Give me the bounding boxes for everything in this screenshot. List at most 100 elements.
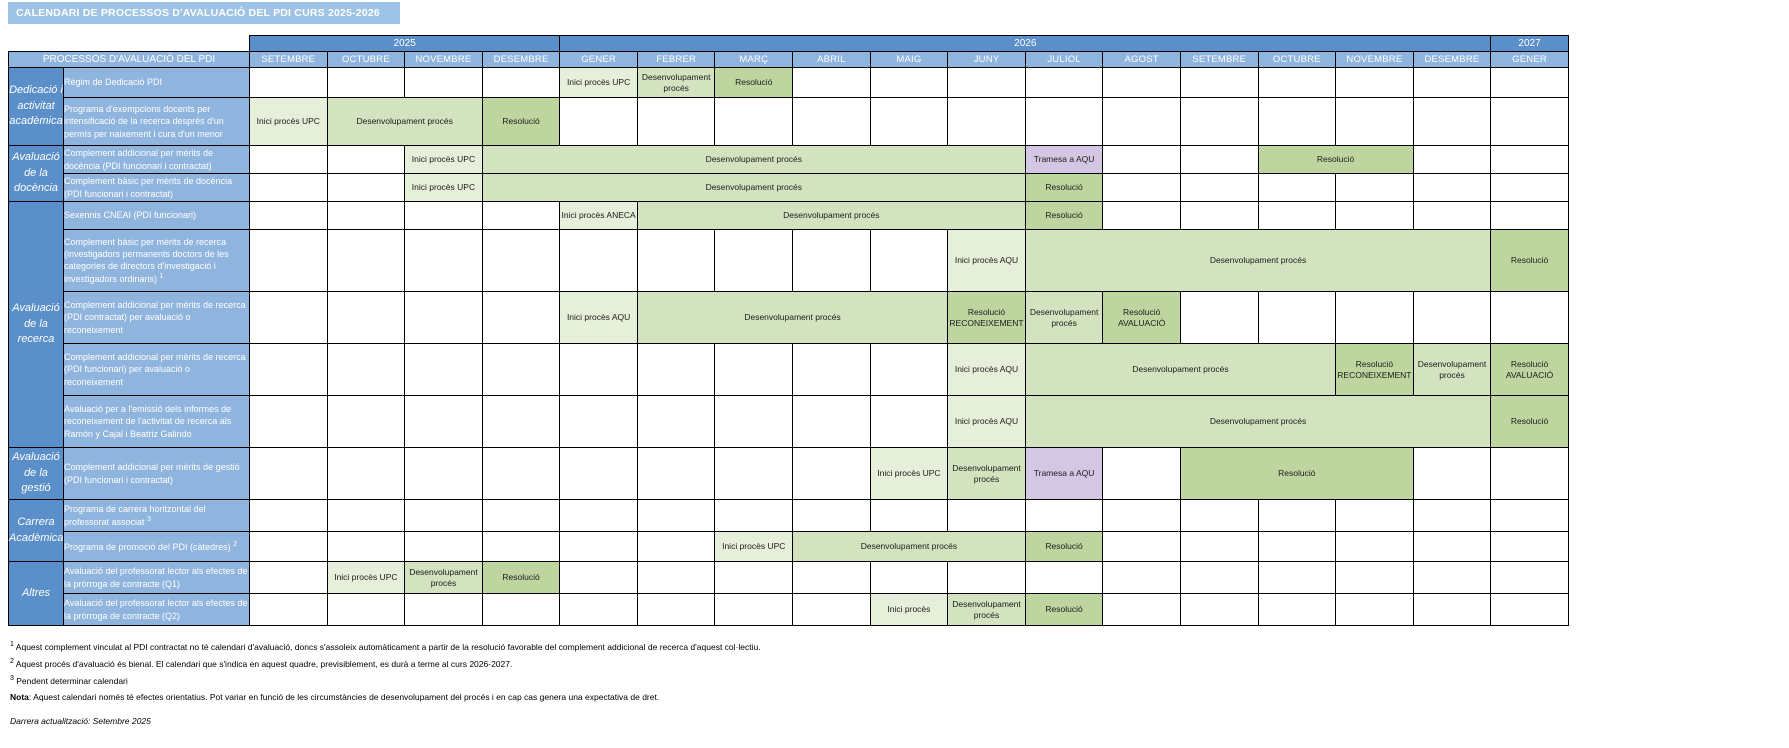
process-name: Programa de promoció del PDI (càtedres) … bbox=[63, 531, 250, 562]
phase-bar-res: Resolució bbox=[1024, 201, 1104, 230]
phase-bar-dev: Desenvolupament procés bbox=[481, 145, 1026, 174]
phase-bar-dev: Desenvolupament procés bbox=[404, 561, 483, 594]
phase-bar-init: Inici procès ANECA bbox=[559, 201, 638, 230]
phase-bar-res: Resolució RECONEIXEMENT bbox=[1335, 343, 1414, 396]
timeline-cell-empty bbox=[792, 593, 871, 626]
footnote-2: 2 Aquest procés d'avaluació és bienal. E… bbox=[10, 657, 513, 669]
month-header-8: MAIG bbox=[869, 51, 949, 68]
timeline-cell-empty bbox=[792, 499, 871, 532]
phase-bar-aqu: Tramesa a AQU bbox=[1024, 145, 1104, 174]
phase-bar-res: Resolució bbox=[1024, 173, 1104, 202]
timeline-cell-empty bbox=[1024, 561, 1104, 594]
timeline-cell-empty bbox=[714, 447, 794, 500]
year-header-2027: 2027 bbox=[1490, 35, 1569, 52]
footnote-1: 1 Aquest complement vinculat al PDI cont… bbox=[10, 641, 761, 652]
timeline-cell-empty bbox=[1490, 499, 1569, 532]
timeline-cell-empty bbox=[1179, 291, 1259, 344]
timeline-cell-empty bbox=[714, 395, 794, 448]
timeline-cell-empty bbox=[404, 499, 483, 532]
timeline-cell-empty bbox=[1412, 531, 1492, 562]
timeline-cell-empty bbox=[1490, 593, 1569, 626]
phase-bar-res: Resolució bbox=[481, 561, 561, 594]
timeline-cell-empty bbox=[249, 229, 328, 292]
timeline-cell-empty bbox=[869, 229, 949, 292]
process-name: Règim de Dedicació PDI bbox=[63, 67, 250, 98]
timeline-cell-empty bbox=[1179, 67, 1259, 98]
timeline-cell-empty bbox=[481, 531, 561, 562]
timeline-cell-empty bbox=[559, 499, 638, 532]
month-header-1: OCTUBRE bbox=[326, 51, 406, 68]
timeline-cell-empty bbox=[249, 395, 328, 448]
timeline-cell-empty bbox=[1490, 97, 1569, 146]
timeline-cell-empty bbox=[1257, 97, 1337, 146]
timeline-cell-empty bbox=[404, 229, 483, 292]
timeline-cell-empty bbox=[559, 229, 638, 292]
timeline-cell-empty bbox=[559, 97, 638, 146]
timeline-cell-empty bbox=[1179, 173, 1259, 202]
timeline-cell-empty bbox=[249, 201, 328, 230]
timeline-cell-empty bbox=[326, 229, 406, 292]
timeline-cell-empty bbox=[1412, 67, 1492, 98]
timeline-cell-empty bbox=[636, 561, 716, 594]
year-header-2026: 2026 bbox=[559, 35, 1492, 52]
phase-bar-res: Resolució bbox=[1179, 447, 1414, 500]
timeline-cell-empty bbox=[481, 201, 561, 230]
phase-bar-init: Inici procès UPC bbox=[869, 447, 949, 500]
timeline-cell-empty bbox=[1412, 201, 1492, 230]
table-row: Complement bàsic per mèrits de recerca (… bbox=[9, 229, 1569, 292]
timeline-cell-empty bbox=[714, 97, 794, 146]
timeline-cell-empty bbox=[1412, 561, 1492, 594]
timeline-cell-empty bbox=[1412, 499, 1492, 532]
timeline-cell-empty bbox=[714, 561, 794, 594]
timeline-cell-empty bbox=[1490, 561, 1569, 594]
month-header-11: AGOST bbox=[1102, 51, 1181, 68]
timeline-cell-empty bbox=[636, 343, 716, 396]
month-header-0: SETEMBRE bbox=[249, 51, 328, 68]
phase-bar-dev: Desenvolupament procés bbox=[636, 201, 1026, 230]
timeline-cell-empty bbox=[1257, 531, 1337, 562]
timeline-cell-empty bbox=[249, 145, 328, 174]
group-label-0: Dedicació i activitat acadèmica bbox=[8, 67, 64, 146]
timeline-cell-empty bbox=[404, 531, 483, 562]
table-row: Programa d'exempcions docents per intens… bbox=[9, 97, 1569, 146]
timeline-cell-empty bbox=[326, 67, 406, 98]
timeline-cell-empty bbox=[1102, 499, 1181, 532]
timeline-cell-empty bbox=[1257, 67, 1337, 98]
phase-bar-res: Resolució AVALUACIÓ bbox=[1490, 343, 1569, 396]
phase-bar-init: Inici procès AQU bbox=[947, 343, 1026, 396]
timeline-cell-empty bbox=[249, 447, 328, 500]
timeline-cell-empty bbox=[1179, 561, 1259, 594]
timeline-cell-empty bbox=[559, 561, 638, 594]
timeline-cell-empty bbox=[559, 593, 638, 626]
timeline-cell-empty bbox=[1257, 561, 1337, 594]
phase-bar-dev: Desenvolupament procés bbox=[1024, 343, 1337, 396]
timeline-cell-empty bbox=[792, 97, 871, 146]
timeline-cell-empty bbox=[1412, 291, 1492, 344]
timeline-cell-empty bbox=[481, 593, 561, 626]
month-header-15: DESEMBRE bbox=[1412, 51, 1492, 68]
process-name: Avaluació per a l'emissió dels informes … bbox=[63, 395, 250, 448]
phase-bar-res: Resolució bbox=[1490, 395, 1569, 448]
timeline-cell-empty bbox=[1102, 593, 1181, 626]
group-label-3: Avaluació de la gestió bbox=[8, 447, 64, 500]
timeline-cell-empty bbox=[1490, 173, 1569, 202]
month-header-16: GENER bbox=[1490, 51, 1569, 68]
table-row: Avaluació per a l'emissió dels informes … bbox=[9, 395, 1569, 448]
month-header-6: MARÇ bbox=[714, 51, 794, 68]
phase-bar-dev: Desenvolupament procés bbox=[792, 531, 1026, 562]
timeline-cell-empty bbox=[1412, 447, 1492, 500]
phase-bar-res: Resolució RECONEIXEMENT bbox=[947, 291, 1026, 344]
timeline-cell-empty bbox=[481, 343, 561, 396]
process-name: Sexennis CNEAI (PDI funcionari) bbox=[63, 201, 250, 230]
timeline-cell-empty bbox=[326, 343, 406, 396]
timeline-cell-empty bbox=[249, 531, 328, 562]
process-name: Complement addicional per mèrits de rece… bbox=[63, 291, 250, 344]
